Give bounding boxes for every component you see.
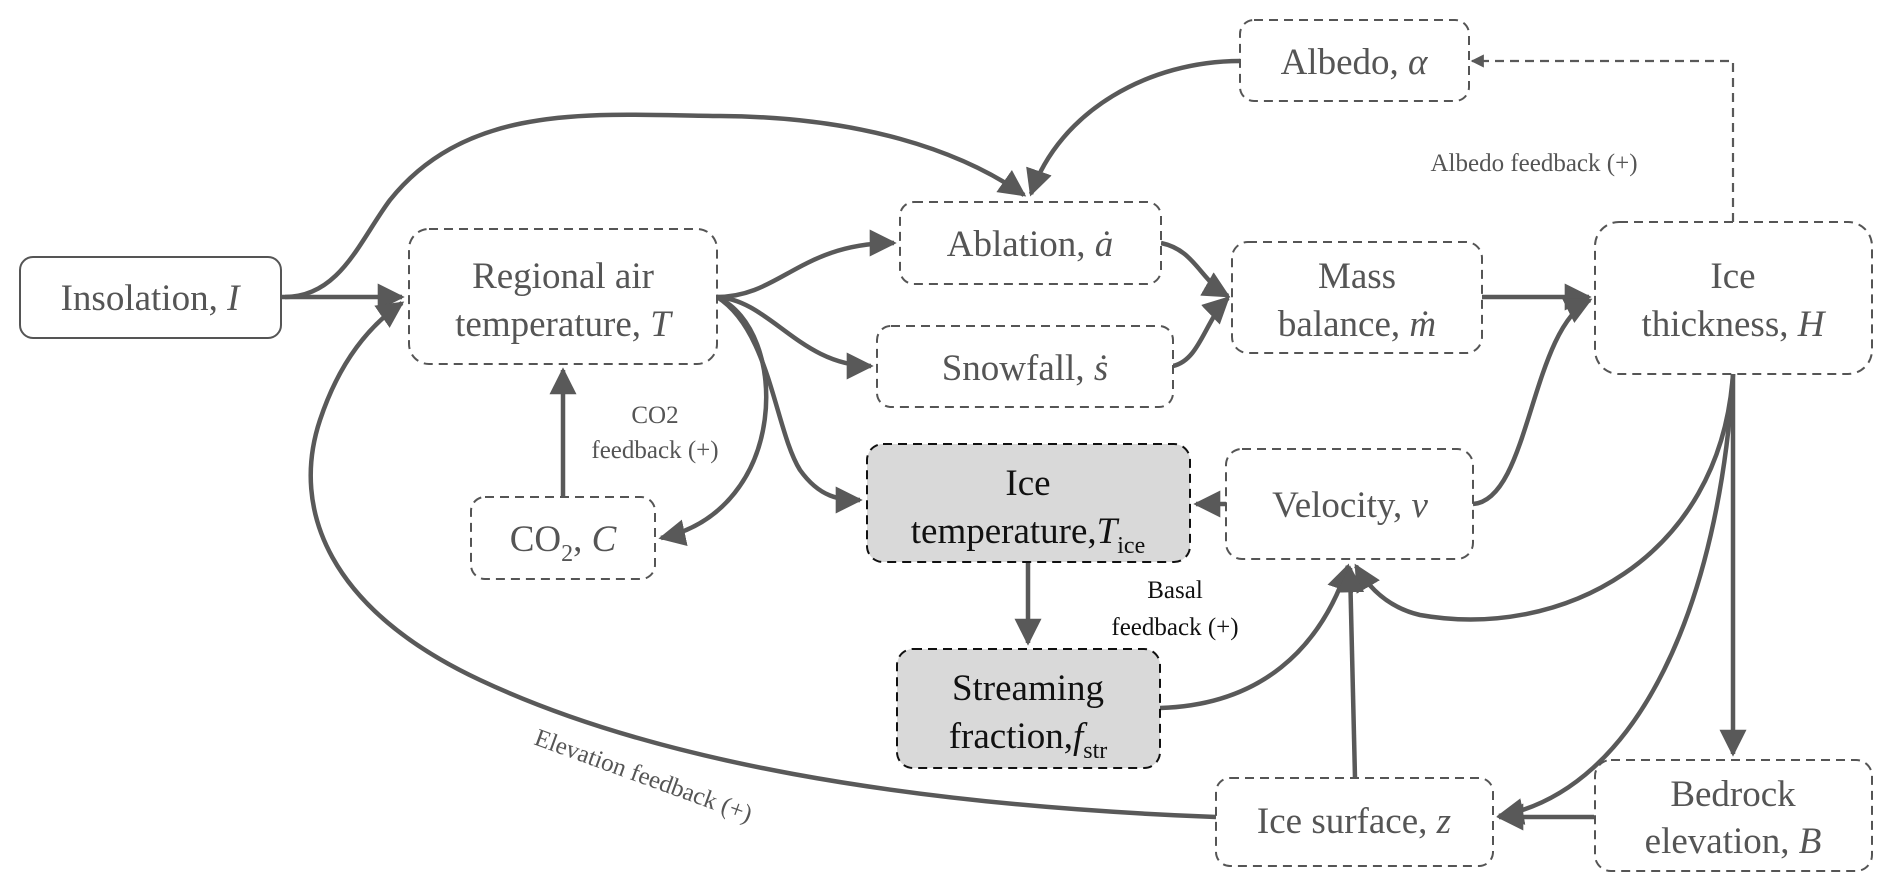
node-velocity: Velocity, v: [1225, 448, 1474, 560]
svg-text:fraction,fstr: fraction,fstr: [949, 716, 1108, 764]
svg-text:temperature,Tice: temperature,Tice: [911, 511, 1145, 559]
co2-feedback-label-line1: CO2: [631, 402, 678, 429]
edges: [281, 54, 1747, 831]
edge-regional-temp-to-co2: [658, 294, 769, 547]
edge-snowfall-to-mass-balance: [1172, 296, 1230, 369]
edge-albedo-to-ablation: [1026, 58, 1241, 197]
node-albedo: Albedo, α: [1239, 19, 1470, 102]
node-bedrock-elevation: Bedrock elevation, B: [1594, 759, 1873, 872]
edge-ice-thickness-to-ice-surface: [1496, 373, 1736, 825]
co2-feedback-label-line2: feedback (+): [591, 437, 718, 464]
svg-text:CO2, C: CO2, C: [510, 519, 618, 567]
basal-feedback-label-line2: feedback (+): [1111, 614, 1238, 641]
svg-text:Insolation, I: Insolation, I: [61, 278, 241, 319]
svg-text:Ice surface, z: Ice surface, z: [1257, 801, 1451, 842]
edge-regional-temp-to-ice-temp: [715, 295, 863, 514]
node-co2: CO2, C: [470, 496, 656, 580]
edge-ice-surface-to-regional-temp: [308, 301, 1217, 820]
svg-text:Velocity, v: Velocity, v: [1272, 485, 1428, 526]
albedo-feedback-label: Albedo feedback (+): [1430, 150, 1637, 177]
edge-ice-thickness-to-velocity: [1354, 373, 1736, 622]
svg-text:Ice: Ice: [1710, 256, 1755, 297]
edge-ablation-to-mass-balance: [1160, 240, 1231, 298]
node-ablation: Ablation, ȧ: [899, 201, 1162, 285]
node-mass-balance: Mass balance, ṁ: [1231, 241, 1483, 354]
basal-feedback-label-line1: Basal: [1147, 577, 1203, 604]
node-insolation: Insolation, I: [19, 256, 282, 339]
node-ice-surface: Ice surface, z: [1215, 777, 1494, 867]
node-ice-temperature: Ice temperature,Tice: [866, 443, 1191, 563]
node-regional-air-temperature: Regional air temperature, T: [408, 228, 718, 365]
svg-text:Regional air: Regional air: [472, 256, 654, 297]
svg-text:balance, ṁ: balance, ṁ: [1278, 304, 1436, 345]
svg-text:Streaming: Streaming: [952, 668, 1104, 709]
node-streaming-fraction: Streaming fraction,fstr: [896, 648, 1161, 769]
svg-text:Mass: Mass: [1318, 256, 1396, 297]
edge-regional-temp-to-snowfall: [716, 294, 874, 380]
svg-text:temperature, T: temperature, T: [455, 304, 673, 345]
edge-ice-surface-to-velocity: [1337, 565, 1365, 779]
svg-text:Snowfall, ṡ: Snowfall, ṡ: [942, 348, 1109, 389]
edge-insolation-to-ablation: [284, 112, 1027, 300]
edge-ice-thickness-to-albedo: [1470, 54, 1735, 222]
edge-regional-temp-to-ablation: [716, 229, 897, 300]
svg-text:Ice: Ice: [1005, 463, 1050, 504]
svg-text:Bedrock: Bedrock: [1670, 774, 1796, 815]
edge-streaming-to-velocity: [1159, 563, 1354, 711]
edge-velocity-to-ice-thickness: [1472, 297, 1593, 507]
svg-text:elevation, B: elevation, B: [1645, 821, 1822, 862]
node-ice-thickness: Ice thickness, H: [1594, 221, 1873, 375]
svg-text:thickness, H: thickness, H: [1642, 304, 1827, 345]
node-snowfall: Snowfall, ṡ: [876, 325, 1174, 408]
svg-text:Albedo, α: Albedo, α: [1281, 42, 1429, 83]
svg-text:Ablation, ȧ: Ablation, ȧ: [947, 224, 1113, 265]
